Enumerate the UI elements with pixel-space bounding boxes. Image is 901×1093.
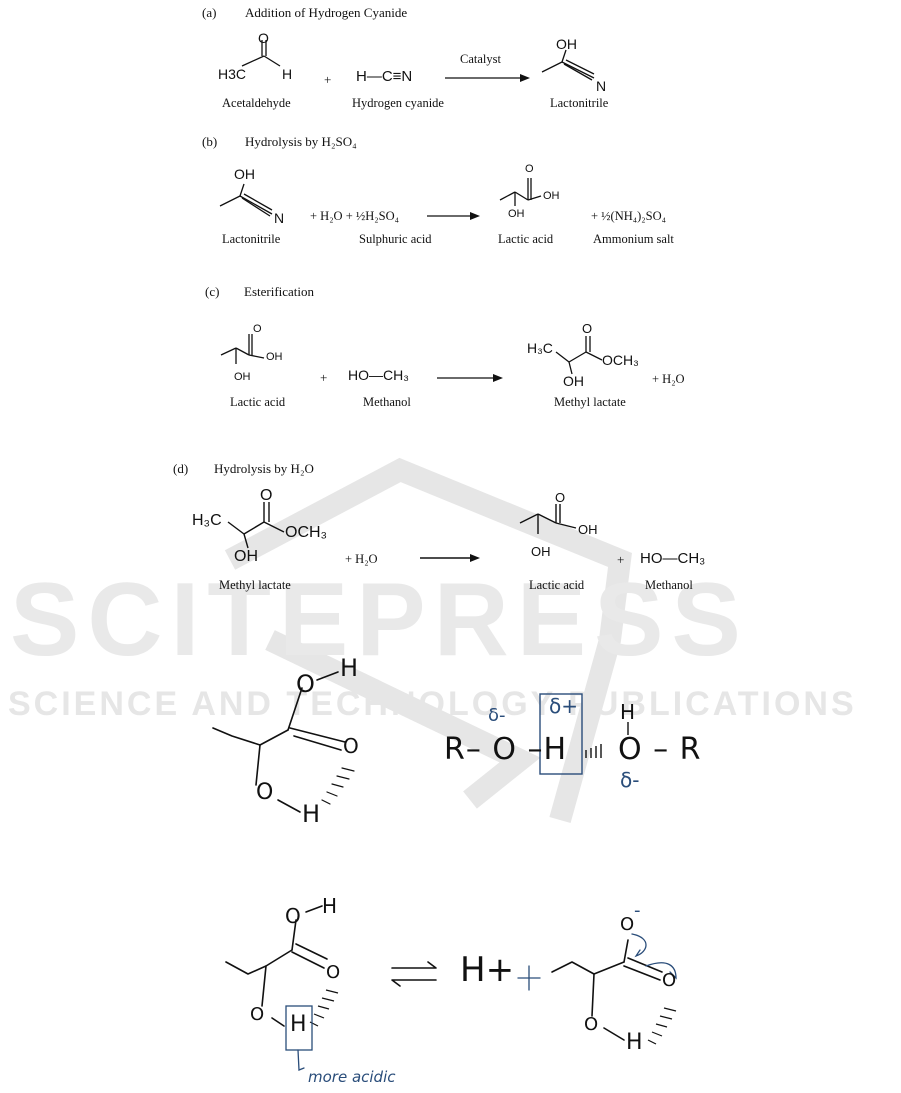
hw-eq-oh-h: H [322, 894, 338, 918]
lactic-b-acid-oh: OH [543, 190, 560, 202]
acetaldehyde-o: O [258, 30, 269, 46]
hydrogen-cyanide-caption: Hydrogen cyanide [352, 96, 444, 110]
hw-left-alpha-o: O [256, 780, 274, 805]
lactic-acid-c-caption: Lactic acid [230, 395, 286, 409]
methyl-lactate-c-och3: OCH₃ [602, 352, 639, 368]
methyl-lactate-d-oh: OH [234, 548, 258, 565]
hw-left-alpha-h: H [302, 800, 321, 828]
lactic-d-o: O [555, 490, 566, 505]
section-c-plus: + [320, 370, 328, 385]
hw-general-hbond-right: O – R [618, 732, 702, 767]
hw-eq-acidic-h: H [290, 1012, 307, 1037]
hw-delta-minus-2: δ- [620, 768, 640, 792]
section-d-plus-water: + H₂O [345, 552, 378, 566]
hw-anion-charge: - [634, 900, 641, 921]
lactic-d-acid-oh: OH [578, 522, 598, 537]
methyl-lactate-c-oh: OH [563, 373, 584, 389]
methyl-lactate-d-och3: OCH₃ [285, 524, 328, 541]
section-a-label: (a) [202, 5, 217, 20]
lactic-b-alpha-oh: OH [508, 208, 525, 220]
lactonitrile-b-n: N [274, 210, 285, 226]
acetaldehyde-h3c: H3C [218, 66, 247, 82]
section-d-plus: + [617, 552, 625, 567]
lactonitrile-b-caption: Lactonitrile [222, 232, 281, 246]
methyl-lactate-d-h3c: H₃C [192, 512, 222, 529]
hw-left-carbonyl-o: O [343, 734, 359, 758]
section-c-label: (c) [205, 284, 220, 299]
section-b-label: (b) [202, 134, 218, 149]
section-b-title: Hydrolysis by H₂SO₄ [245, 134, 357, 149]
methyl-lactate-d-caption: Methyl lactate [219, 578, 291, 592]
hw-anion-carbonyl-o: O [662, 970, 677, 991]
section-c-byproduct: + H₂O [652, 372, 685, 386]
hw-eq-alpha-o: O [250, 1004, 265, 1025]
hw-anion-o: O [620, 914, 635, 935]
lactic-d-alpha-oh: OH [531, 544, 551, 559]
hw-eq-oh-o: O [285, 904, 301, 928]
section-d-label: (d) [173, 461, 189, 476]
lactonitrile-n: N [596, 78, 607, 94]
acetaldehyde-caption: Acetaldehyde [222, 96, 291, 110]
hw-note-more-acidic: more acidic [308, 1068, 396, 1086]
lactic-acid-b-caption: Lactic acid [498, 232, 554, 246]
hw-anion-alpha-o: O [584, 1014, 599, 1035]
hw-general-hbond-left: R– O –H [444, 732, 568, 767]
methyl-lactate-c-o: O [582, 321, 593, 336]
acetaldehyde-h: H [282, 66, 293, 82]
methanol-c-formula: HO—CH₃ [348, 367, 409, 383]
hw-delta-plus: δ+ [549, 694, 578, 718]
lactic-acid-d-caption: Lactic acid [529, 578, 585, 592]
methanol-d-formula: HO—CH₃ [640, 550, 706, 567]
sulphuric-acid-caption: Sulphuric acid [359, 232, 432, 246]
hw-eq-carbonyl-o: O [326, 962, 341, 983]
methyl-lactate-c-caption: Methyl lactate [554, 395, 626, 409]
section-a-plus: + [324, 72, 332, 87]
section-c-title: Esterification [244, 284, 315, 299]
lactic-c-alpha-oh: OH [234, 371, 251, 383]
ammonium-salt-caption: Ammonium salt [593, 232, 674, 246]
methyl-lactate-c-h3c: H₃C [527, 340, 553, 356]
section-a-title: Addition of Hydrogen Cyanide [245, 5, 408, 20]
lactonitrile-b-oh: OH [234, 166, 255, 182]
lactonitrile-oh: OH [556, 36, 577, 52]
lactic-c-o: O [253, 323, 262, 335]
hw-left-oh-h: H [340, 654, 359, 682]
methanol-c-caption: Methanol [363, 395, 411, 409]
hw-h-top: H [620, 700, 636, 724]
hw-left-oh-o: O [296, 670, 315, 698]
hw-eq-hplus: H+ [460, 950, 515, 990]
section-b-byproduct: + ½(NH₄)₂SO₄ [591, 209, 666, 223]
hydrogen-cyanide-formula: H—C≡N [356, 68, 413, 85]
methyl-lactate-d-o: O [260, 487, 273, 504]
methanol-d-caption: Methanol [645, 578, 693, 592]
section-b-reagents: + H₂O + ½H₂SO₄ [310, 209, 399, 223]
lactonitrile-caption: Lactonitrile [550, 96, 609, 110]
catalyst-label: Catalyst [460, 52, 501, 66]
section-d-title: Hydrolysis by H₂O [214, 461, 314, 476]
hw-delta-minus: δ- [488, 705, 506, 726]
lactic-b-o: O [525, 163, 534, 175]
lactic-c-acid-oh: OH [266, 351, 283, 363]
hw-anion-alpha-h: H [626, 1030, 643, 1055]
